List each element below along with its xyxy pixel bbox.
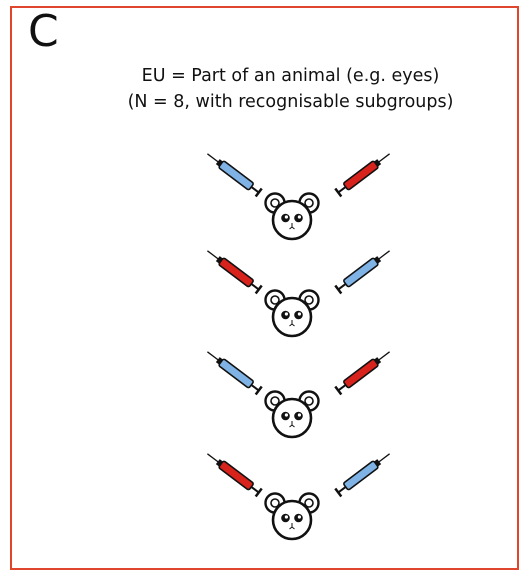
animal-3 — [266, 392, 319, 438]
head — [273, 201, 311, 239]
head — [273, 298, 311, 336]
syringe-right-1 — [334, 150, 392, 197]
animal-1 — [266, 194, 319, 240]
syringe-right-3 — [334, 348, 392, 395]
syringe-left-2 — [204, 247, 262, 294]
animal-2 — [266, 291, 319, 337]
syringe-left-1 — [204, 150, 262, 197]
head — [273, 399, 311, 437]
syringe-right-4 — [334, 450, 392, 497]
syringe-left-4 — [204, 450, 262, 497]
animal-4 — [266, 494, 319, 540]
syringe-right-2 — [334, 247, 392, 294]
head — [273, 501, 311, 539]
syringe-left-3 — [204, 348, 262, 395]
